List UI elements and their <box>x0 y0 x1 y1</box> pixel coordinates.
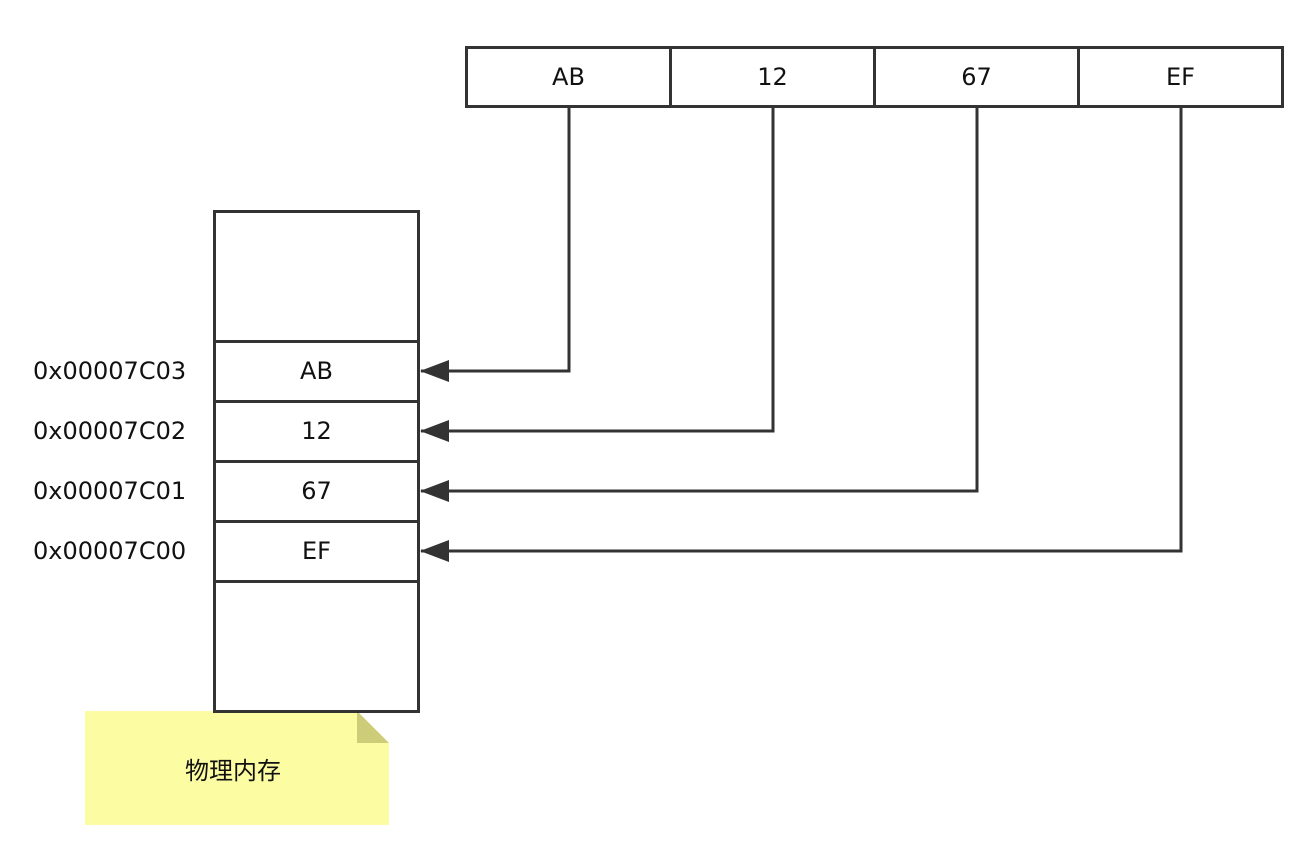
physical-memory-note: 物理内存 <box>185 756 281 785</box>
memory-value-7c00: EF <box>302 537 331 565</box>
arrowhead-7c01 <box>420 480 449 502</box>
register-byte-1 <box>669 46 876 108</box>
address-label-7c00: 0x00007C00 <box>33 537 187 565</box>
address-label-7c01: 0x00007C01 <box>33 477 187 505</box>
arrow-67-to-7c01 <box>421 107 979 493</box>
address-label-7c02: 0x00007C02 <box>33 417 187 445</box>
arrowhead-7c02 <box>420 420 449 442</box>
register-byte-2-label: 67 <box>961 63 992 91</box>
register-byte-0 <box>465 46 672 108</box>
arrow-ab-to-7c03 <box>421 107 571 373</box>
arrowhead-7c00 <box>420 540 449 562</box>
memory-block-upper <box>213 210 420 343</box>
memory-block-lower <box>213 580 420 713</box>
register-byte-0-label: AB <box>552 63 585 91</box>
register-byte-3 <box>1077 46 1284 108</box>
arrow-12-to-7c02 <box>421 107 775 433</box>
arrowhead-7c03 <box>420 360 449 382</box>
memory-value-7c01: 67 <box>301 477 332 505</box>
address-label-7c03: 0x00007C03 <box>33 357 187 385</box>
arrow-ef-to-7c00 <box>421 107 1183 553</box>
register-byte-1-label: 12 <box>757 63 788 91</box>
memory-value-7c03: AB <box>300 357 333 385</box>
memory-value-7c02: 12 <box>301 417 332 445</box>
register-byte-3-label: EF <box>1166 63 1195 91</box>
